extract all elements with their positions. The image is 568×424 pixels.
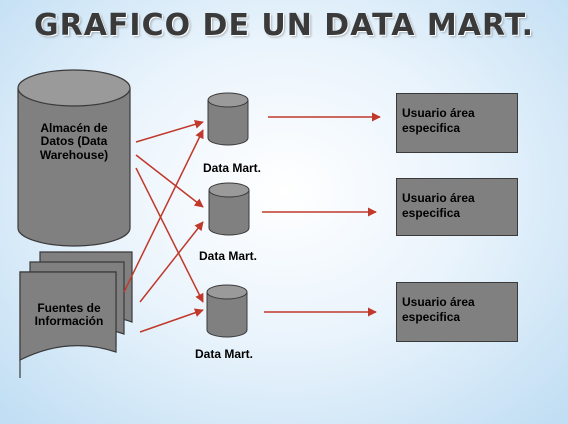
data-mart-cylinder-1 [207,92,249,146]
data-mart-label-3: Data Mart. [195,347,254,361]
arrow-sources-to-mart-1 [123,129,204,293]
data-warehouse-cylinder [17,69,131,247]
arrow-warehouse-to-mart-1 [135,120,204,143]
arrow-warehouse-to-mart-2 [135,154,204,208]
data-warehouse-label: Almacén de Datos (Data Warehouse) [39,121,109,162]
user-box-2-label: Usuario área especifica [402,191,475,220]
data-mart-label-1: Data Mart. [203,161,262,175]
arrow-warehouse-to-mart-3 [135,167,204,303]
arrow-sources-to-mart-3 [139,308,204,333]
data-mart-label-2: Data Mart. [199,249,258,263]
user-box-2: Usuario área especifica [396,178,518,236]
user-box-3-label: Usuario área especifica [402,295,475,324]
data-mart-cylinder-2 [208,182,250,236]
arrow-sources-to-mart-2 [139,221,204,303]
data-mart-cylinder-3 [206,284,248,338]
page-title: GRAFICO DE UN DATA MART. [33,8,535,43]
user-box-3: Usuario área especifica [396,282,518,342]
user-box-1: Usuario área especifica [396,93,518,153]
information-sources-stack [19,251,133,378]
information-sources-label: Fuentes de Información [34,301,104,329]
user-box-1-label: Usuario área especifica [402,106,475,135]
